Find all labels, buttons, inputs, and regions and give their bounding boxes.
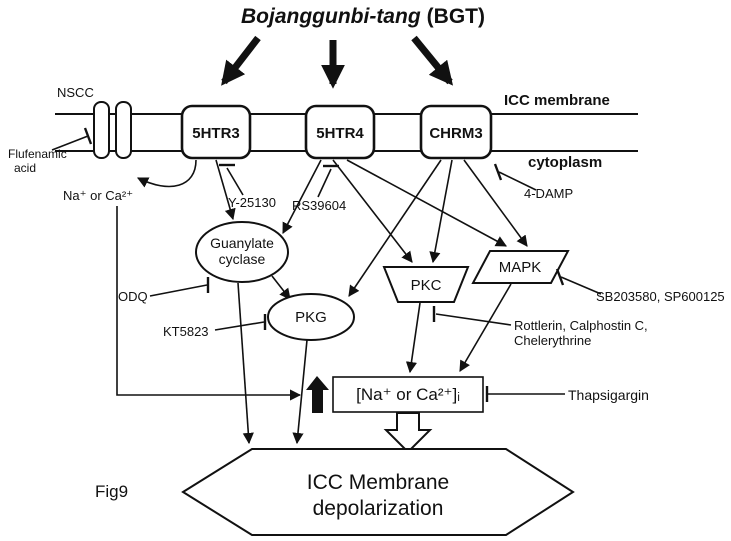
rottlerin-inhibit-line (435, 313, 512, 326)
5htr3-to-guanylate-arrow (215, 159, 236, 221)
depolarization-label-line1: ICC Membrane (307, 471, 449, 494)
rs39604-label: RS39604 (292, 198, 346, 213)
flufenamic-inhibit-bar (83, 127, 93, 145)
5htr4-to-pkc-arrow (332, 159, 413, 263)
depolarization-block-arrow (383, 412, 433, 454)
4damp-inhibit-line (498, 171, 537, 191)
diagram-title: Bojanggunbi-tang (BGT) (241, 5, 485, 28)
bgt-to-5htr3-arrow (221, 35, 261, 86)
rottlerin-label-line1: Rottlerin, Calphostin C, (514, 318, 648, 333)
pkg-label: PKG (295, 309, 327, 326)
guanylate-to-depolarization-arrow (237, 282, 254, 445)
bgt-to-chrm3-arrow (411, 35, 454, 86)
guanylate-label-line2: cyclase (219, 251, 266, 267)
flufenamic-acid-label-line1: Flufenamic (8, 147, 67, 161)
pkc-label: PKC (411, 277, 442, 294)
pkg-ellipse (267, 293, 355, 341)
effector-inhibitors: ODQ KT5823 SB203580, SP600125 Rottlerin,… (118, 268, 725, 348)
rottlerin-label-line2: Chelerythrine (514, 333, 591, 348)
title-abbreviation: (BGT) (427, 5, 485, 28)
flufenamic-inhibit-line (51, 135, 89, 151)
5htr3-to-nscc-arrow (136, 159, 197, 188)
guanylate-label-line1: Guanylate (210, 235, 274, 251)
nscc-channel-right (115, 101, 132, 159)
chrm3-to-mapk-arrow (463, 159, 528, 247)
receptor-5htr3-box (180, 104, 252, 160)
sb-inhibit-line (560, 276, 602, 295)
y25130-label: Y-25130 (228, 195, 276, 210)
receptor-chrm3-label: CHRM3 (429, 125, 482, 142)
signaling-arrows (116, 159, 528, 445)
odq-label: ODQ (118, 289, 148, 304)
ion-concentration-label: [Na⁺ or Ca²⁺]ᵢ (356, 385, 460, 404)
nscc-to-ion-arrow (116, 206, 302, 401)
receptors: 5HTR3 5HTR4 CHRM3 (180, 104, 493, 160)
mapk-label: MAPK (499, 259, 542, 276)
bgt-effect-arrows (221, 35, 454, 89)
nscc-channel: NSCC Na⁺ or Ca²⁺ (57, 85, 133, 203)
rs39604-inhibit-line (317, 168, 332, 198)
pkc-to-ion-arrow (405, 302, 421, 374)
ion-concentration: [Na⁺ or Ca²⁺]ᵢ Thapsigargin (306, 376, 649, 413)
receptor-chrm3-box (419, 104, 493, 160)
depolarization-label-line2: depolarization (313, 497, 444, 520)
5htr4-to-mapk-arrow (346, 159, 507, 247)
icc-membrane-label: ICC membrane (504, 92, 610, 109)
sb-inhibit-bar (555, 268, 565, 286)
kt5823-inhibit-line (214, 321, 265, 331)
4damp-inhibit-bar (493, 163, 503, 181)
cytoplasm-label: cytoplasm (528, 154, 602, 171)
pkc-trapezoid (382, 266, 470, 303)
ion-concentration-box (332, 376, 484, 413)
mapk-parallelogram (471, 250, 570, 284)
effectors: Guanylate cyclase PKG PKC MAPK (195, 221, 570, 341)
ion-increase-arrow (306, 376, 329, 413)
ions-label: Na⁺ or Ca²⁺ (63, 188, 133, 203)
receptor-antagonists: Y-25130 RS39604 4-DAMP (219, 163, 573, 213)
pkg-to-depolarization-arrow (292, 339, 308, 445)
depolarization-hexagon (181, 448, 575, 536)
guanylate-cyclase-ellipse (195, 221, 289, 283)
receptor-5htr4-box (304, 104, 376, 160)
sb-compounds-label: SB203580, SP600125 (596, 289, 725, 304)
guanylate-to-pkg-arrow (271, 275, 291, 300)
5htr4-to-guanylate-arrow (282, 159, 322, 234)
nscc-label: NSCC (57, 85, 94, 100)
result: ICC Membrane depolarization (181, 448, 575, 536)
receptor-5htr3-label: 5HTR3 (192, 125, 240, 142)
odq-inhibit-line (149, 284, 208, 297)
nscc-channel-left (93, 101, 110, 159)
figure-number-label: Fig9 (95, 482, 128, 501)
title-herb-name: Bojanggunbi-tang (241, 5, 421, 28)
mapk-to-ion-arrow (459, 283, 512, 372)
chrm3-to-pkg-arrow (348, 159, 442, 297)
thapsigargin-label: Thapsigargin (568, 387, 649, 403)
chrm3-to-pkc-arrow (429, 159, 453, 264)
kt5823-label: KT5823 (163, 324, 209, 339)
flufenamic-acid-label-line2: acid (14, 161, 36, 175)
receptor-5htr4-label: 5HTR4 (316, 125, 364, 142)
flufenamic-acid-inhibition: Flufenamic acid (8, 127, 93, 175)
y25130-inhibit-line (226, 167, 244, 196)
4damp-label: 4-DAMP (524, 186, 573, 201)
